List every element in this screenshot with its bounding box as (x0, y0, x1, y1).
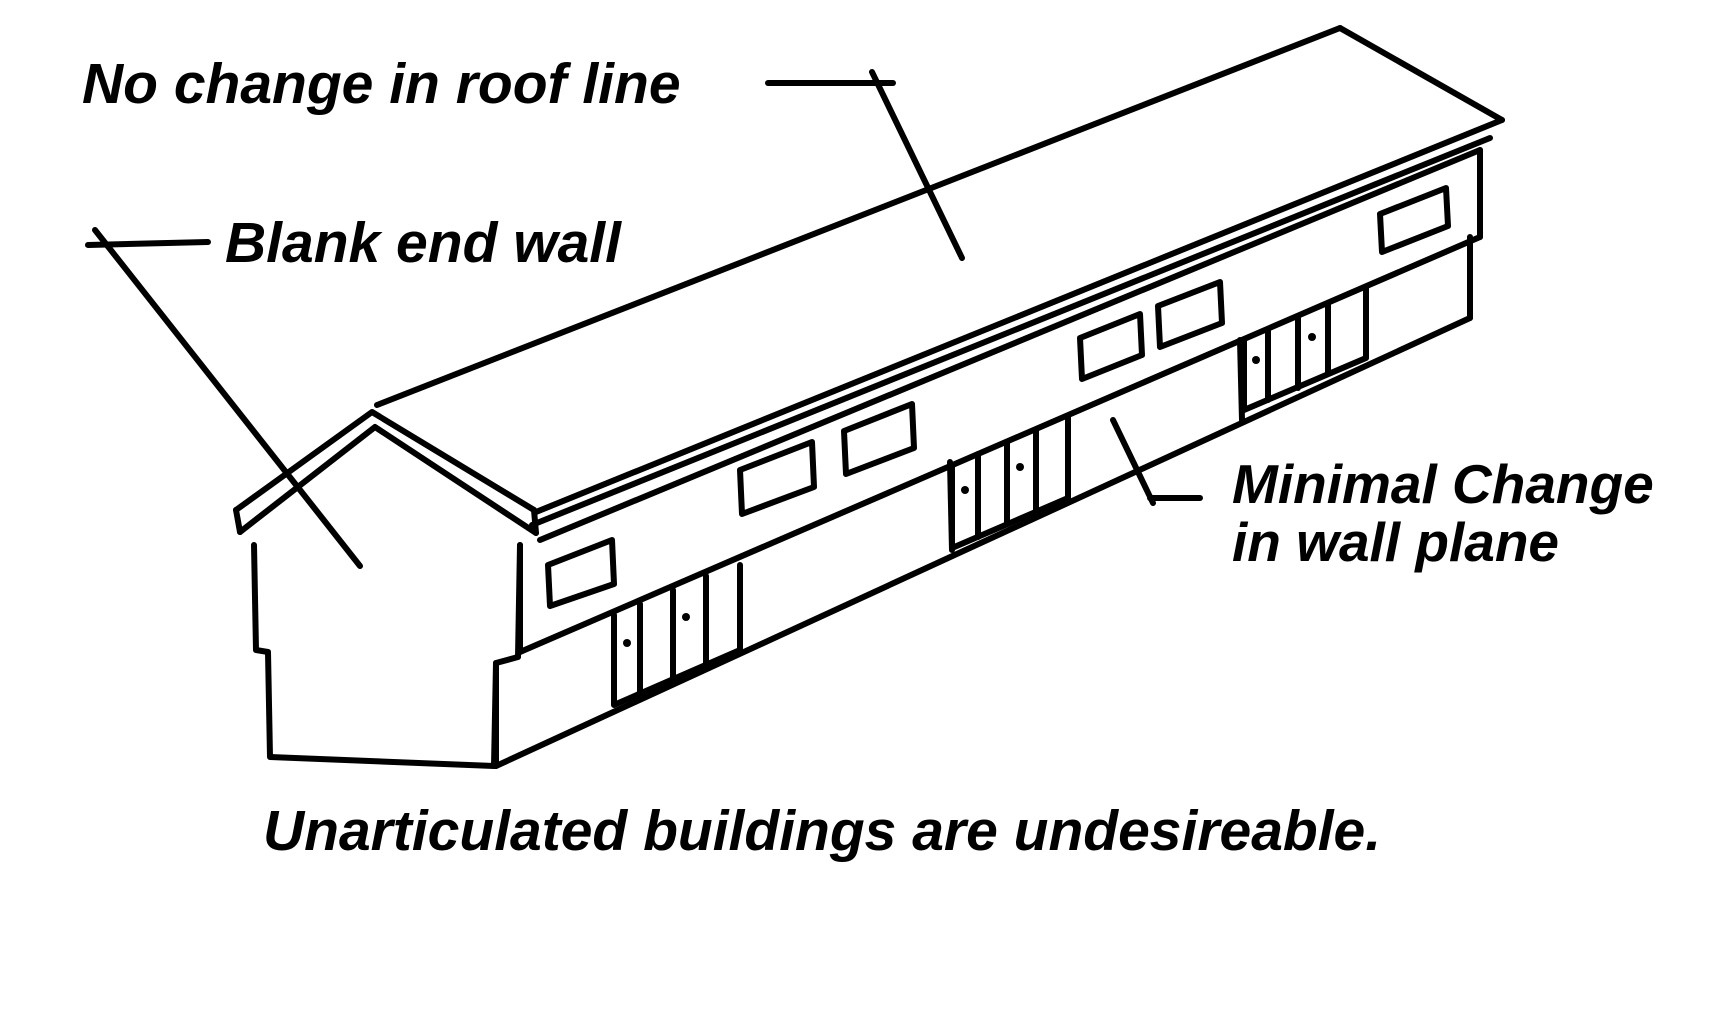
wall-plane-label: Minimal Change in wall plane (1232, 455, 1654, 572)
end-wall-label: Blank end wall (225, 211, 621, 275)
building-outline (233, 25, 1505, 769)
wall-plane-label-line1: Minimal Change (1232, 453, 1654, 515)
upper-windows (545, 185, 1451, 609)
leader-lines (85, 69, 1203, 569)
entry-doors (611, 285, 1369, 708)
wall-plane-label-line2: in wall plane (1232, 511, 1560, 574)
figure-caption: Unarticulated buildings are undesireable… (263, 799, 1382, 863)
roof-line-label: No change in roof line (82, 52, 681, 116)
